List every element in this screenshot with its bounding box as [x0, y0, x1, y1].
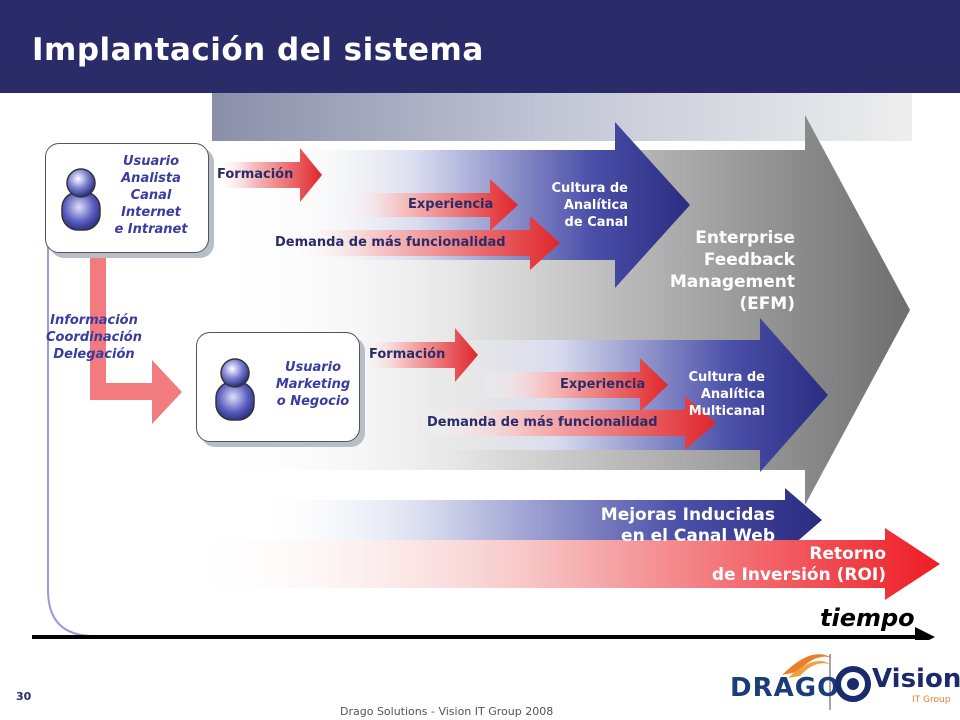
roi-label: Retorno de Inversión (ROI) [711, 544, 886, 585]
efm-label: Enterprise Feedback Management (EFM) [669, 228, 795, 314]
delegation-connector [90, 258, 182, 424]
header-bar [0, 0, 960, 93]
top-band [212, 93, 912, 141]
drago-logo-text: DRAGO [730, 673, 841, 703]
footer-text: Drago Solutions - Vision IT Group 2008 [340, 705, 554, 718]
company-logos: DRAGO Vision IT Group [722, 640, 960, 720]
experiencia-arrow-2 [480, 358, 668, 412]
person-icon [61, 168, 101, 231]
experiencia-label-2: Experiencia [560, 377, 646, 392]
info-coordination-label: Información Coordinación Delegación [46, 313, 142, 362]
demanda-arrow-2 [420, 396, 716, 450]
culture-canal-label: Cultura de Analítica de Canal [551, 181, 628, 230]
vision-eye-icon [835, 666, 871, 702]
user-marketing-label: Usuario Marketing o Negocio [275, 360, 351, 409]
page-title: Implantación del sistema [32, 32, 484, 68]
demanda-arrow-1 [290, 216, 560, 270]
demanda-label-1: Demanda de más funcionalidad [275, 235, 506, 250]
experiencia-arrow-1 [340, 179, 518, 231]
culture-multicanal-label: Cultura de Analítica Multicanal [688, 370, 765, 419]
user-analyst-label: Usuario Analista Canal Internet e Intran… [114, 154, 188, 237]
vision-logo-text: Vision [872, 664, 960, 694]
formacion-label-1: Formación [217, 167, 294, 182]
page-number: 30 [16, 690, 32, 703]
drago-swoosh-icon [782, 654, 832, 710]
roi-arrow [180, 528, 940, 600]
person-icon [215, 358, 255, 421]
mejoras-label: Mejoras Inducidas en el Canal Web [600, 505, 775, 546]
vision-logo-subtext: IT Group [912, 695, 951, 705]
formacion-arrow-1 [215, 148, 322, 202]
experiencia-label-1: Experiencia [408, 197, 494, 212]
demanda-label-2: Demanda de más funcionalidad [427, 415, 658, 430]
formacion-label-2: Formación [369, 347, 446, 362]
time-axis-label: tiempo [820, 604, 915, 632]
formacion-arrow-2 [360, 328, 478, 382]
mejoras-arrow [255, 488, 822, 552]
